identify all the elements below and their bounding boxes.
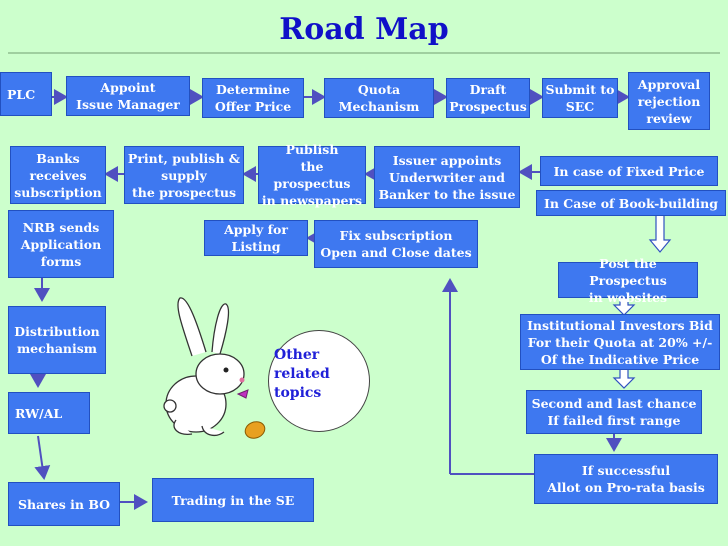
box-draft-prospectus: Draft Prospectus xyxy=(446,78,530,118)
box-shares-in-bo: Shares in BO xyxy=(8,482,120,526)
box-banks-receives-subscription: Banks receives subscription xyxy=(10,146,106,204)
box-if-successful-allot: If successful Allot on Pro-rata basis xyxy=(534,454,718,504)
box-print-publish-supply: Print, publish & supply the prospectus xyxy=(124,146,244,204)
box-approval-rejection-review: Approval rejection review xyxy=(628,72,710,130)
box-trading-in-se: Trading in the SE xyxy=(152,478,314,522)
rabbit-icon xyxy=(163,297,249,437)
box-apply-for-listing: Apply for Listing xyxy=(204,220,308,256)
block-arrow-down-3 xyxy=(612,368,636,389)
egg-icon xyxy=(244,421,266,439)
box-distribution-mechanism: Distribution mechanism xyxy=(8,306,106,374)
box-publish-newspapers: Publish the prospectus in newspapers xyxy=(258,142,366,208)
box-plc: PLC xyxy=(0,72,52,116)
block-arrow-down-1 xyxy=(648,214,672,253)
box-institutional-investors-bid: Institutional Investors Bid For their Qu… xyxy=(520,314,720,370)
page-title: Road Map xyxy=(279,12,449,47)
box-quota-mechanism: Quota Mechanism xyxy=(324,78,434,118)
box-fix-subscription-dates: Fix subscription Open and Close dates xyxy=(314,220,478,268)
box-rw-al: RW/AL xyxy=(8,392,90,434)
box-appoint-issue-manager: Appoint Issue Manager xyxy=(66,76,190,116)
box-nrb-sends-forms: NRB sends Application forms xyxy=(8,210,114,278)
title-underline xyxy=(8,52,720,54)
block-arrow-down-2 xyxy=(612,297,636,316)
title-bar xyxy=(0,0,728,50)
speech-bubble xyxy=(268,330,370,432)
box-book-building: In Case of Book-building xyxy=(536,190,726,216)
box-fixed-price: In case of Fixed Price xyxy=(540,156,718,186)
box-determine-offer-price: Determine Offer Price xyxy=(202,78,304,118)
box-submit-to-sec: Submit to SEC xyxy=(542,78,618,118)
box-issuer-appoints: Issuer appoints Underwriter and Banker t… xyxy=(374,146,520,208)
arrow-rwal-shares xyxy=(34,435,51,480)
box-post-prospectus-websites: Post the Prospectus in websites xyxy=(558,256,698,305)
bubble-text: Other related topics xyxy=(274,347,330,401)
box-second-last-chance: Second and last chance If failed first r… xyxy=(526,390,702,434)
